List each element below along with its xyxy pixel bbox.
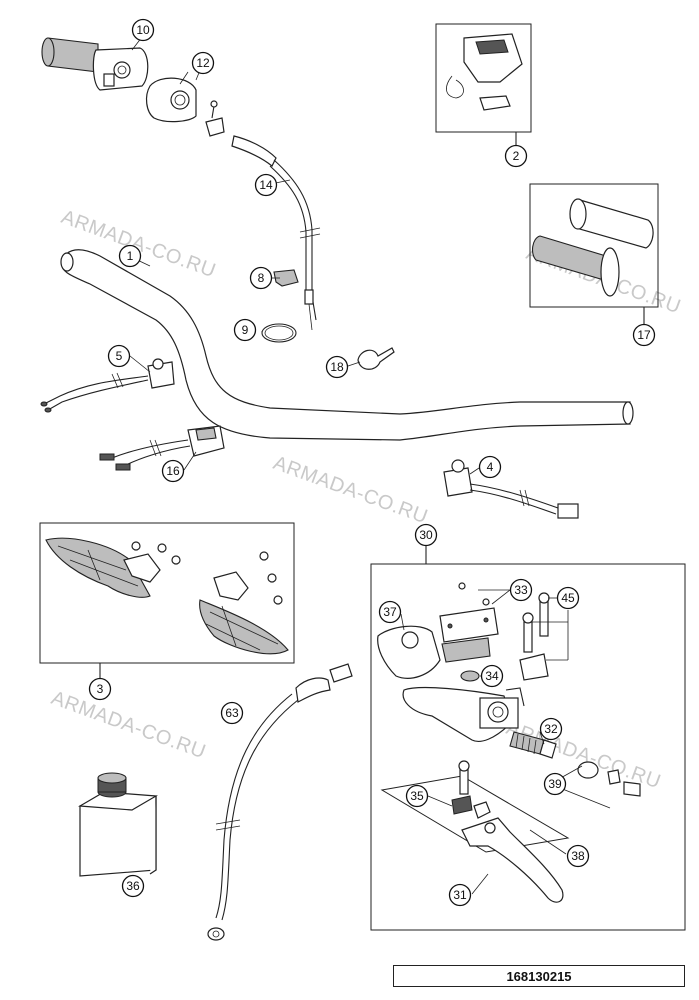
svg-text:38: 38 bbox=[571, 849, 585, 863]
document-number-box: 168130215 bbox=[393, 965, 685, 987]
svg-text:17: 17 bbox=[637, 328, 651, 342]
svg-text:34: 34 bbox=[485, 669, 499, 683]
svg-text:30: 30 bbox=[419, 528, 433, 542]
callout-3: 3 bbox=[88, 677, 112, 701]
callout-10: 10 bbox=[131, 18, 155, 42]
callout-30: 30 bbox=[414, 523, 438, 547]
svg-text:10: 10 bbox=[136, 23, 150, 37]
handlebar bbox=[60, 249, 634, 441]
callout-5: 5 bbox=[107, 344, 131, 368]
svg-text:9: 9 bbox=[242, 323, 249, 337]
part-30-group bbox=[370, 544, 686, 931]
clutch-line bbox=[207, 663, 353, 941]
callout-39: 39 bbox=[543, 772, 567, 796]
part-2-group bbox=[435, 23, 532, 146]
callout-32: 32 bbox=[539, 717, 563, 741]
leader-lines bbox=[129, 62, 611, 895]
svg-text:14: 14 bbox=[259, 178, 273, 192]
svg-text:35: 35 bbox=[410, 789, 424, 803]
svg-text:31: 31 bbox=[453, 888, 467, 902]
svg-text:12: 12 bbox=[196, 56, 210, 70]
svg-text:45: 45 bbox=[561, 591, 575, 605]
callout-14: 14 bbox=[254, 173, 278, 197]
callout-63: 63 bbox=[220, 701, 244, 725]
fluid-bottle bbox=[78, 772, 158, 877]
svg-text:39: 39 bbox=[548, 777, 562, 791]
start-button bbox=[443, 459, 579, 519]
kill-switch bbox=[40, 358, 175, 413]
callout-9: 9 bbox=[233, 318, 257, 342]
svg-text:18: 18 bbox=[330, 360, 344, 374]
combination-switch bbox=[99, 425, 225, 471]
svg-text:63: 63 bbox=[225, 706, 239, 720]
callout-1: 1 bbox=[118, 244, 142, 268]
callout-18: 18 bbox=[325, 355, 349, 379]
callout-37: 37 bbox=[378, 600, 402, 624]
document-number: 168130215 bbox=[506, 968, 572, 984]
svg-text:3: 3 bbox=[97, 682, 104, 696]
callout-12: 12 bbox=[191, 51, 215, 75]
callout-8: 8 bbox=[249, 266, 273, 290]
callout-2: 2 bbox=[504, 144, 528, 168]
throttle-cable bbox=[205, 100, 321, 331]
svg-text:5: 5 bbox=[116, 349, 123, 363]
throttle-cover bbox=[145, 71, 197, 123]
svg-text:32: 32 bbox=[544, 722, 558, 736]
svg-text:16: 16 bbox=[166, 464, 180, 478]
callout-4: 4 bbox=[478, 455, 502, 479]
svg-text:37: 37 bbox=[383, 605, 397, 619]
callout-36: 36 bbox=[121, 874, 145, 898]
callout-45: 45 bbox=[556, 586, 580, 610]
svg-text:4: 4 bbox=[487, 460, 494, 474]
svg-text:36: 36 bbox=[126, 879, 140, 893]
throttle-housing bbox=[41, 36, 149, 91]
callout-34: 34 bbox=[480, 664, 504, 688]
callout-17: 17 bbox=[632, 323, 656, 347]
watermark: ARMADA-CO.RU bbox=[270, 452, 430, 528]
svg-text:8: 8 bbox=[258, 271, 265, 285]
cable-tie bbox=[357, 347, 395, 370]
svg-text:2: 2 bbox=[513, 149, 520, 163]
watermark: ARMADA-CO.RU bbox=[48, 687, 208, 763]
part-3-group bbox=[39, 522, 295, 678]
callout-35: 35 bbox=[405, 784, 429, 808]
svg-text:1: 1 bbox=[127, 249, 134, 263]
callout-16: 16 bbox=[161, 459, 185, 483]
svg-text:33: 33 bbox=[514, 583, 528, 597]
callout-38: 38 bbox=[566, 844, 590, 868]
cable-clip bbox=[273, 269, 299, 287]
part-17-group bbox=[529, 183, 659, 324]
callout-31: 31 bbox=[448, 883, 472, 907]
watermark: ARMADA-CO.RU bbox=[503, 717, 663, 793]
callout-33: 33 bbox=[509, 578, 533, 602]
o-ring bbox=[261, 323, 297, 343]
